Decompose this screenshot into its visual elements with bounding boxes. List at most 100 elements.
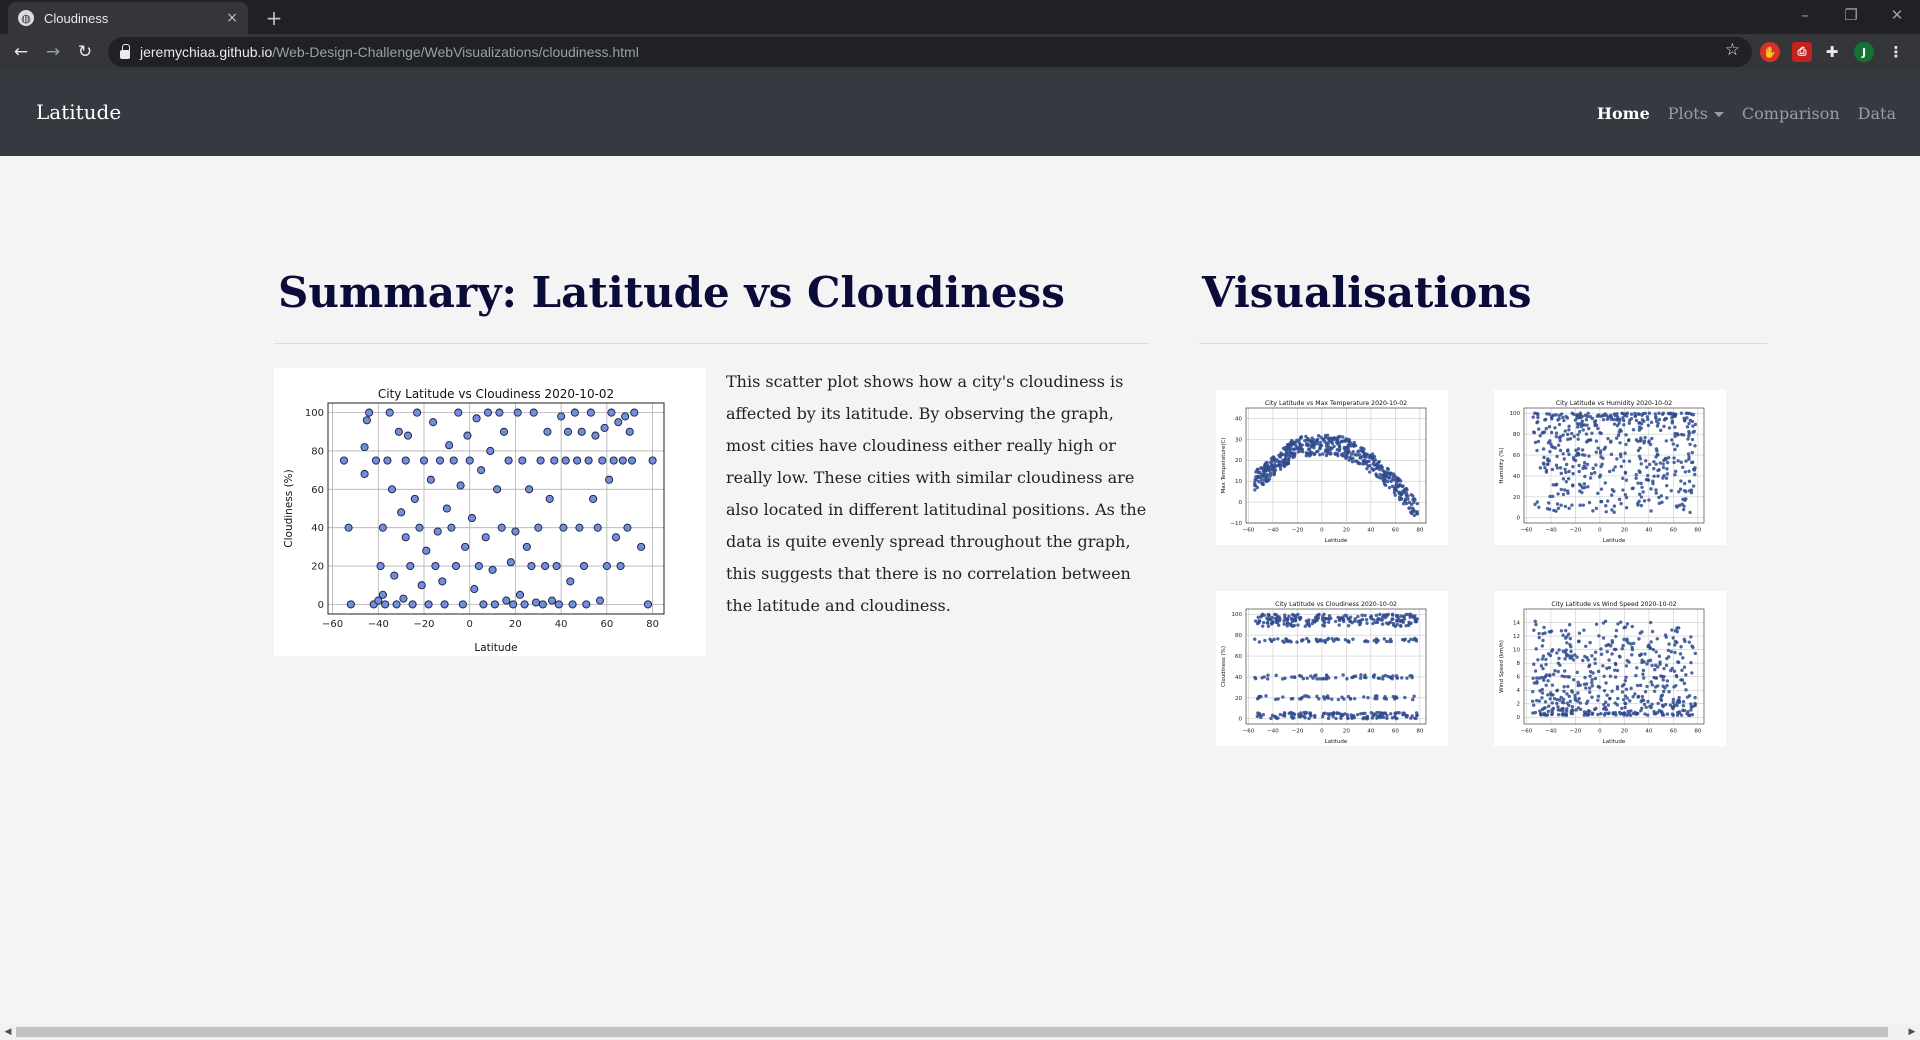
back-icon[interactable]: ← <box>13 42 29 62</box>
data-point <box>1262 620 1266 625</box>
data-point <box>1410 697 1415 702</box>
data-point <box>1340 435 1345 439</box>
data-point <box>1566 674 1570 679</box>
data-point <box>621 412 630 421</box>
data-point <box>1693 472 1697 477</box>
data-point <box>1345 713 1350 717</box>
extensions-puzzle-icon[interactable]: ✚ <box>1825 43 1839 61</box>
data-point <box>1326 636 1331 641</box>
pdf-extension-icon[interactable]: ⎙ <box>1792 42 1812 62</box>
scrollbar-thumb[interactable] <box>16 1027 1888 1037</box>
data-point <box>1578 430 1582 434</box>
data-point <box>1547 459 1551 463</box>
data-point <box>1603 445 1608 450</box>
data-point <box>1536 427 1541 431</box>
data-point <box>1274 673 1278 678</box>
data-point <box>1256 615 1260 620</box>
data-point <box>1637 492 1642 496</box>
nav-link-data[interactable]: Data <box>1857 104 1896 123</box>
bookmark-star-icon[interactable]: ☆ <box>1724 40 1740 60</box>
data-point <box>1636 481 1640 485</box>
forward-icon[interactable]: → <box>45 42 61 62</box>
data-point <box>1409 637 1413 642</box>
nav-dropdown-plots[interactable]: Plots <box>1668 104 1724 123</box>
profile-avatar[interactable]: J <box>1854 42 1874 62</box>
data-point <box>1687 434 1691 438</box>
y-tick-label: 60 <box>1235 654 1242 660</box>
data-point <box>1565 692 1569 696</box>
data-point <box>1687 640 1692 644</box>
data-point <box>1619 454 1623 459</box>
data-point <box>1578 503 1582 507</box>
data-point <box>1407 506 1411 510</box>
horizontal-scrollbar[interactable]: ◀ ▶ <box>0 1024 1920 1040</box>
scroll-right-icon[interactable]: ▶ <box>1908 1027 1916 1037</box>
minimize-icon[interactable]: – <box>1801 6 1809 24</box>
data-point <box>1662 666 1666 671</box>
navbar-brand[interactable]: Latitude <box>36 100 122 124</box>
data-point <box>1375 694 1379 698</box>
data-point <box>618 456 627 465</box>
x-tick-label: 0 <box>1598 729 1602 735</box>
data-point <box>1612 412 1617 416</box>
data-point <box>1615 423 1620 428</box>
data-point <box>1673 431 1677 436</box>
data-point <box>1273 612 1277 617</box>
data-point <box>1678 487 1683 491</box>
data-point <box>1256 696 1261 700</box>
tab-close-icon[interactable]: × <box>226 10 238 26</box>
data-point <box>1610 689 1614 693</box>
data-point <box>1362 695 1366 699</box>
data-point <box>1378 612 1382 617</box>
data-point <box>1590 677 1594 682</box>
browser-tab[interactable]: ◍ Cloudiness × <box>8 2 248 34</box>
data-point <box>579 561 589 571</box>
data-point <box>1281 695 1285 699</box>
data-point <box>1544 426 1548 431</box>
data-point <box>1385 614 1389 618</box>
nav-link-home[interactable]: Home <box>1596 104 1650 123</box>
nav-link-comparison[interactable]: Comparison <box>1741 104 1840 123</box>
data-point <box>1360 613 1364 617</box>
address-bar[interactable]: jeremychiaa.github.io/Web-Design-Challen… <box>108 37 1752 67</box>
new-tab-button[interactable]: + <box>265 6 283 30</box>
restore-icon[interactable]: ❐ <box>1844 6 1858 24</box>
data-point <box>1620 690 1625 694</box>
data-point <box>563 427 573 436</box>
extension-stop-icon[interactable]: ✋ <box>1760 42 1780 62</box>
data-point <box>1658 461 1662 465</box>
data-point <box>1401 614 1406 619</box>
data-point <box>1381 677 1385 681</box>
data-point <box>1336 697 1341 702</box>
data-point <box>1327 620 1331 624</box>
data-point <box>1369 711 1373 715</box>
data-point <box>1624 675 1628 680</box>
data-point <box>1555 466 1560 470</box>
x-axis-label: Latitude <box>1325 538 1348 544</box>
data-point <box>1561 452 1565 456</box>
data-point <box>1307 639 1311 644</box>
data-point <box>1533 411 1537 415</box>
data-point <box>1617 654 1622 658</box>
data-point <box>1573 653 1577 657</box>
data-point <box>1650 702 1654 707</box>
reload-icon[interactable]: ↻ <box>77 42 93 62</box>
data-point <box>1580 453 1585 457</box>
data-point <box>1645 684 1649 689</box>
data-point <box>1690 450 1694 455</box>
browser-menu-icon[interactable]: ⋮ <box>1888 43 1904 61</box>
data-point <box>1306 620 1311 624</box>
data-point <box>1371 621 1375 626</box>
data-point <box>602 561 611 571</box>
data-point <box>1325 695 1329 700</box>
data-point <box>1313 620 1317 624</box>
data-point <box>1643 652 1647 656</box>
close-window-icon[interactable]: ✕ <box>1890 6 1904 24</box>
data-point <box>1272 637 1276 642</box>
scroll-left-icon[interactable]: ◀ <box>4 1027 12 1037</box>
data-point <box>1395 622 1400 627</box>
